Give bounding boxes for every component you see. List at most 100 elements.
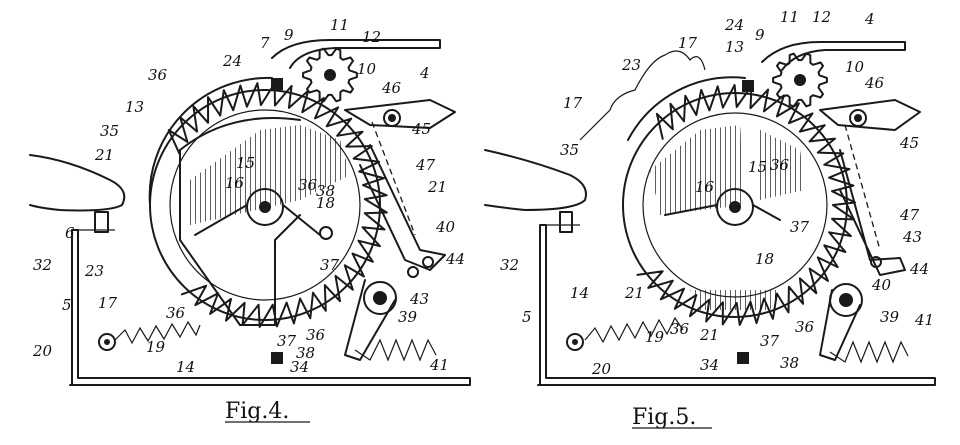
fig5-label: 46 xyxy=(864,74,885,92)
fig4-base-plate xyxy=(69,229,471,386)
fig4-label: 36 xyxy=(148,66,168,84)
fig5-label: 5 xyxy=(522,308,532,326)
fig4-center-disc xyxy=(179,117,350,326)
fig5-label: 36 xyxy=(795,318,815,336)
fig4-stop-block-34 xyxy=(271,352,283,364)
fig5-label: 21 xyxy=(624,284,644,302)
fig4-caption: Fig.4. xyxy=(225,399,289,424)
fig4-label: 24 xyxy=(222,52,242,70)
fig5-pawl-assembly xyxy=(819,99,921,364)
fig4-label: 7 xyxy=(260,34,270,52)
fig4-label: 39 xyxy=(398,308,418,326)
fig4-label: 11 xyxy=(330,16,349,34)
fig4-label: 9 xyxy=(284,26,294,44)
fig4-pinion-gear xyxy=(271,47,358,103)
fig5-key-stem xyxy=(559,211,573,233)
fig4-label: 23 xyxy=(84,262,104,280)
fig5-label: 47 xyxy=(899,206,920,224)
fig5-ratchet-teeth xyxy=(636,84,856,326)
fig5-label: 34 xyxy=(700,356,719,374)
fig4-label: 41 xyxy=(429,356,449,374)
fig5-label: 20 xyxy=(591,360,612,378)
fig5-label: 18 xyxy=(755,250,774,268)
fig4-label: 15 xyxy=(236,154,255,172)
fig5-label: 4 xyxy=(864,10,875,28)
fig4-label: 44 xyxy=(445,250,465,268)
fig5-label: 14 xyxy=(570,284,589,302)
fig4-spring-anchor-20 xyxy=(98,333,116,351)
fig5-pinion-gear xyxy=(742,52,828,108)
fig5-stop-block-34 xyxy=(737,352,749,364)
fig4-label: 38 xyxy=(316,182,335,200)
fig5-label: 36 xyxy=(670,320,690,338)
fig5-label: 10 xyxy=(845,58,865,76)
fig5-label: 13 xyxy=(725,38,744,56)
fig5-top-casing xyxy=(761,41,906,71)
fig4-stop-block-24 xyxy=(271,78,283,90)
fig4-guard-arc xyxy=(148,76,273,206)
fig4-label: 46 xyxy=(381,79,402,97)
fig5-label: 11 xyxy=(780,8,799,26)
fig5-finger xyxy=(484,149,587,211)
fig4-label: 6 xyxy=(65,224,75,242)
fig5-label: 17 xyxy=(563,94,583,112)
fig5-label: 12 xyxy=(812,8,831,26)
fig5-label: 16 xyxy=(695,178,715,196)
fig4-label: 16 xyxy=(225,174,245,192)
fig4-label: 13 xyxy=(125,98,144,116)
fig4-label: 45 xyxy=(411,120,431,138)
fig5-spring-19 xyxy=(584,316,684,344)
fig5-label: 23 xyxy=(621,56,641,74)
fig4-label: 47 xyxy=(415,156,436,174)
fig4-label: 21 xyxy=(94,146,114,164)
fig5-label: 39 xyxy=(880,308,900,326)
fig5-label: 24 xyxy=(724,16,744,34)
fig5-label: 38 xyxy=(780,354,799,372)
fig5-label: 19 xyxy=(645,328,665,346)
fig4-label: 36 xyxy=(298,176,318,194)
fig4-label: 40 xyxy=(435,218,456,236)
fig5-label: 45 xyxy=(899,134,919,152)
fig4-label: 5 xyxy=(62,296,72,314)
fig4-label: 38 xyxy=(296,344,315,362)
fig5-label: 37 xyxy=(760,332,780,350)
fig5-label: 9 xyxy=(755,26,765,44)
fig4-label: 20 xyxy=(32,342,53,360)
fig4-label: 37 xyxy=(320,256,340,274)
fig5-center-disc xyxy=(650,125,805,310)
figure-5: 4 5 9 10 11 12 13 14 15 16 17 17 18 19 2… xyxy=(484,8,936,430)
fig4-top-casing xyxy=(271,39,441,69)
fig5-labels: 4 5 9 10 11 12 13 14 15 16 17 17 18 19 2… xyxy=(500,8,934,378)
fig5-label: 41 xyxy=(914,311,934,329)
figure-4: 4 5 6 7 9 10 11 12 13 14 15 16 17 18 19 … xyxy=(29,16,471,424)
fig4-label: 34 xyxy=(290,358,309,376)
fig5-label: 40 xyxy=(871,276,892,294)
fig4-pawl-assembly xyxy=(344,99,456,362)
fig4-label: 19 xyxy=(146,338,166,356)
fig5-label: 35 xyxy=(560,141,579,159)
fig5-label: 44 xyxy=(909,260,929,278)
fig5-label: 36 xyxy=(770,156,790,174)
fig5-spring-anchor-20 xyxy=(566,333,584,351)
fig5-label: 17 xyxy=(678,34,698,52)
fig4-label: 43 xyxy=(409,290,429,308)
fig5-brush-17 xyxy=(579,50,706,141)
fig5-base-plate xyxy=(537,224,936,386)
fig4-label: 36 xyxy=(306,326,326,344)
fig4-labels: 4 5 6 7 9 10 11 12 13 14 15 16 17 18 19 … xyxy=(32,16,465,376)
fig5-label: 15 xyxy=(748,158,767,176)
fig4-label: 14 xyxy=(176,358,195,376)
fig4-key-stem xyxy=(94,211,109,233)
fig4-spring-19 xyxy=(114,320,201,345)
fig4-label: 4 xyxy=(419,64,430,82)
fig4-finger xyxy=(29,154,126,212)
fig5-stop-block-24 xyxy=(742,80,754,92)
fig4-label: 18 xyxy=(316,194,335,212)
fig5-label: 43 xyxy=(902,228,922,246)
fig4-label: 37 xyxy=(277,332,297,350)
fig5-guard-arc xyxy=(627,76,746,141)
fig5-label: 21 xyxy=(699,326,719,344)
fig4-label: 17 xyxy=(98,294,118,312)
fig4-label: 35 xyxy=(100,122,119,140)
